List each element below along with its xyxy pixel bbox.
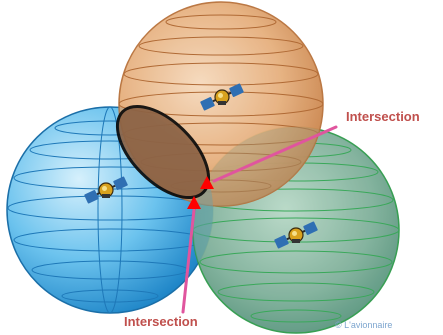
overlap-orange-green bbox=[193, 127, 323, 206]
copyright-text: © L'avionnaire bbox=[335, 320, 393, 330]
leader-line-top bbox=[212, 125, 338, 183]
intersection-label-bottom: Intersection bbox=[124, 314, 198, 329]
intersection-lens bbox=[115, 104, 211, 200]
triangle-marker-icon bbox=[187, 196, 201, 209]
leader-line-bottom bbox=[181, 208, 196, 314]
intersection-label-top: Intersection bbox=[346, 109, 420, 124]
triangle-marker-icon bbox=[200, 176, 214, 189]
